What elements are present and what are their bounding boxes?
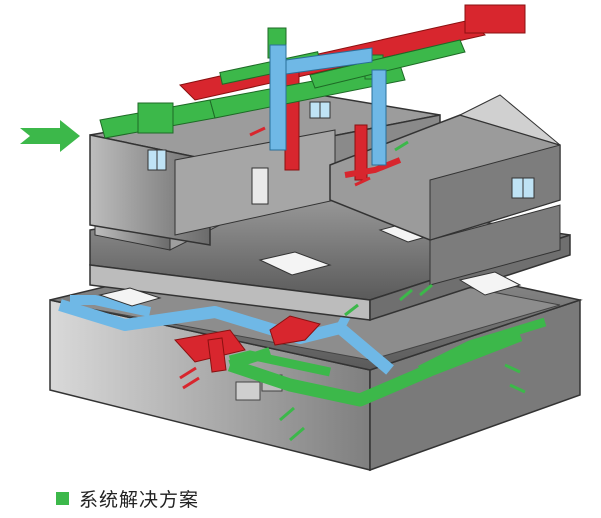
caption-text: 系统解决方案	[79, 488, 200, 511]
first-floor-return-duct	[70, 295, 152, 317]
ground-fresh-air-duct	[228, 317, 547, 377]
roof-return-duct	[269, 44, 387, 166]
door-icon	[251, 167, 269, 205]
fan-unit-icon	[137, 102, 174, 134]
basement-exhaust-duct	[174, 315, 321, 373]
ventilation-system-cutaway-diagram	[20, 4, 583, 472]
diagram-caption: 系统解决方案	[56, 483, 199, 513]
airflow-arrow-icon	[179, 126, 526, 442]
caption-marker	[56, 491, 69, 505]
inflow-arrow-icon	[20, 120, 80, 152]
window-icon	[147, 101, 535, 199]
